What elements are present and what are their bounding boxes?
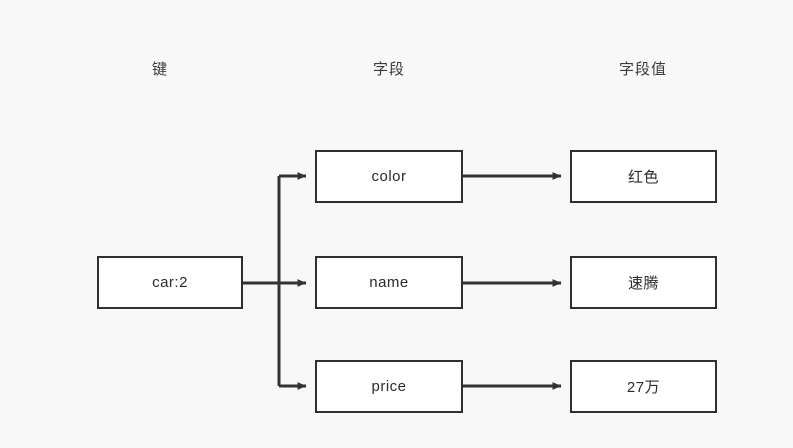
field-node-name[interactable]: name — [315, 256, 463, 309]
value-node-price[interactable]: 27万 — [570, 360, 717, 413]
column-header-key: 键 — [151, 61, 168, 78]
key-node[interactable]: car:2 — [97, 256, 243, 309]
value-node-color[interactable]: 红色 — [570, 150, 717, 203]
value-node-name[interactable]: 速腾 — [570, 256, 717, 309]
column-header-value: 字段值 — [618, 61, 667, 78]
column-header-field: 字段 — [372, 61, 405, 78]
field-node-price[interactable]: price — [315, 360, 463, 413]
field-node-color[interactable]: color — [315, 150, 463, 203]
